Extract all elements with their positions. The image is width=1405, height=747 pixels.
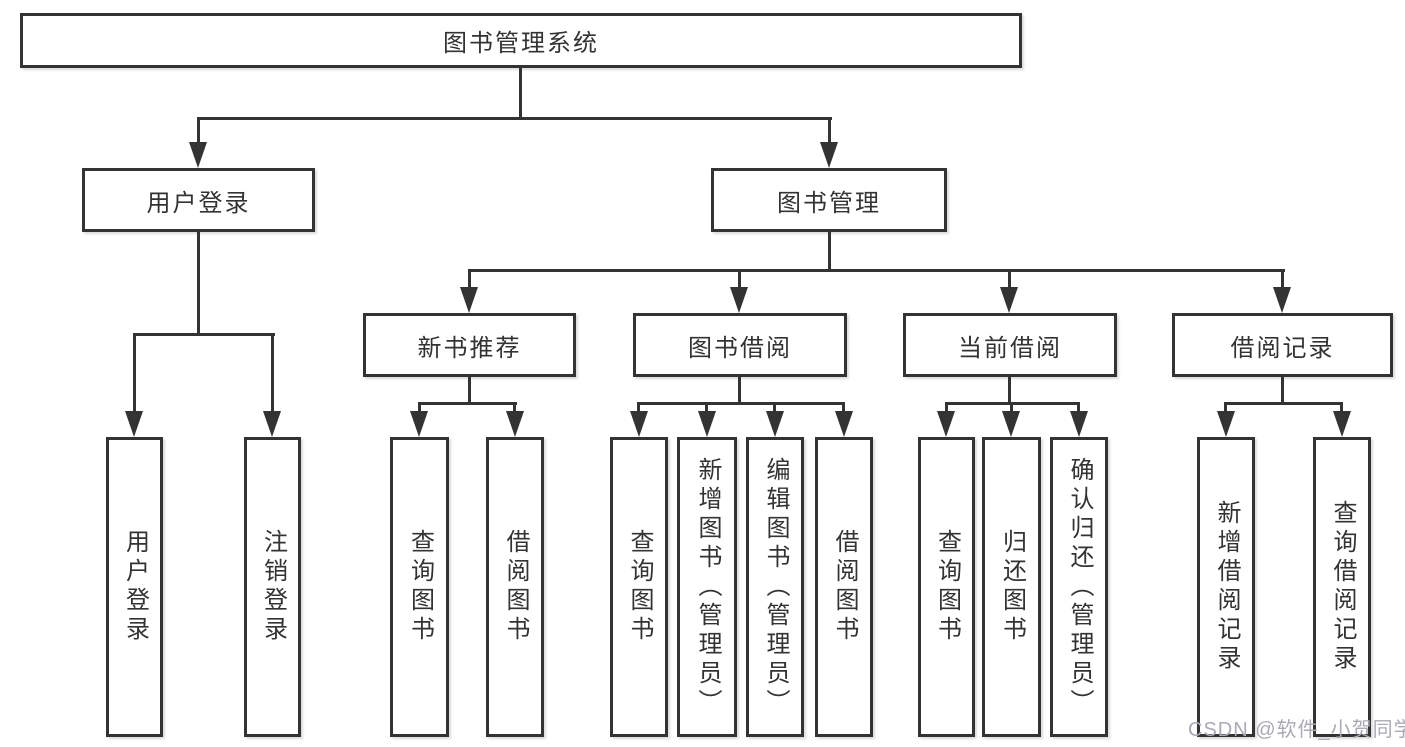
arrow-down-icon bbox=[506, 411, 524, 437]
node-label: 借阅图书 bbox=[502, 529, 529, 645]
arrow-down-icon bbox=[937, 411, 955, 437]
arrow-down-icon bbox=[730, 287, 748, 313]
arrow-down-icon bbox=[1333, 411, 1351, 437]
leaf-query-books: 查询图书 bbox=[610, 437, 668, 737]
leaf-logout: 注销登录 bbox=[244, 437, 301, 737]
arrow-down-icon bbox=[630, 411, 648, 437]
node-label: 查询借阅记录 bbox=[1329, 500, 1356, 674]
node-label: 归还图书 bbox=[998, 529, 1026, 645]
leaf-add-borrow-record: 新增借阅记录 bbox=[1197, 437, 1255, 737]
edge-line bbox=[468, 269, 1285, 272]
arrow-down-icon bbox=[125, 411, 143, 437]
leaf-confirm-return-admin: 确认归还（管理员） bbox=[1050, 437, 1108, 737]
leaf-edit-books-admin: 编辑图书（管理员） bbox=[746, 437, 804, 737]
node-label: 新增图书（管理员） bbox=[694, 456, 721, 718]
edge-line bbox=[738, 377, 741, 405]
node-label: 用户登录 bbox=[121, 529, 149, 645]
leaf-return-books: 归还图书 bbox=[982, 437, 1041, 737]
edge-line bbox=[738, 269, 741, 291]
edge-line bbox=[705, 402, 708, 414]
leaf-borrow-books: 借阅图书 bbox=[486, 437, 544, 737]
node-label: 图书管理 bbox=[777, 189, 881, 217]
node-new-book-recommend: 新书推荐 bbox=[363, 313, 576, 377]
arrow-down-icon bbox=[1273, 287, 1291, 313]
edge-line bbox=[197, 117, 832, 120]
edge-line bbox=[945, 402, 948, 414]
arrow-down-icon bbox=[1000, 287, 1018, 313]
node-book-management: 图书管理 bbox=[711, 168, 947, 232]
node-borrow-records: 借阅记录 bbox=[1172, 313, 1393, 377]
leaf-query-borrow-record: 查询借阅记录 bbox=[1313, 437, 1371, 737]
node-label: 新书推荐 bbox=[417, 334, 522, 362]
edge-line bbox=[418, 402, 517, 405]
edge-line bbox=[133, 333, 275, 336]
edge-line bbox=[1340, 402, 1343, 414]
edge-line bbox=[197, 117, 200, 145]
node-label: 当前借阅 bbox=[958, 334, 1062, 362]
arrow-down-icon bbox=[820, 142, 838, 168]
leaf-query-books: 查询图书 bbox=[390, 437, 449, 737]
edge-line bbox=[271, 333, 274, 413]
csdn-watermark: CSDN @软件_小贺同学 bbox=[1188, 719, 1405, 741]
arrow-down-icon bbox=[1070, 411, 1088, 437]
edge-line bbox=[828, 232, 831, 272]
node-root-system: 图书管理系统 bbox=[20, 13, 1022, 68]
edge-line bbox=[637, 402, 845, 405]
arrow-down-icon bbox=[1002, 411, 1020, 437]
edge-line bbox=[1008, 269, 1011, 291]
leaf-query-books: 查询图书 bbox=[918, 437, 975, 737]
node-label: 查询图书 bbox=[933, 529, 961, 645]
node-label: 借阅记录 bbox=[1230, 334, 1335, 362]
edge-line bbox=[513, 402, 516, 414]
edge-line bbox=[197, 232, 200, 336]
node-current-borrow: 当前借阅 bbox=[903, 313, 1117, 377]
arrow-down-icon bbox=[460, 287, 478, 313]
leaf-user-login: 用户登录 bbox=[106, 437, 163, 737]
edge-line bbox=[637, 402, 640, 414]
arrow-down-icon bbox=[766, 411, 784, 437]
edge-line bbox=[842, 402, 845, 414]
edge-line bbox=[519, 68, 522, 120]
edge-line bbox=[418, 402, 421, 414]
edge-line bbox=[1224, 402, 1343, 405]
edge-line bbox=[1224, 402, 1227, 414]
node-label: 用户登录 bbox=[146, 189, 251, 217]
node-label: 查询图书 bbox=[626, 529, 653, 645]
edge-line bbox=[1008, 377, 1011, 405]
node-book-borrow: 图书借阅 bbox=[633, 313, 847, 377]
arrow-down-icon bbox=[698, 411, 716, 437]
node-label: 图书借阅 bbox=[688, 334, 792, 362]
edge-line bbox=[468, 269, 471, 291]
arrow-down-icon bbox=[1217, 411, 1235, 437]
node-label: 注销登录 bbox=[259, 529, 287, 645]
node-label: 借阅图书 bbox=[831, 529, 858, 645]
arrow-down-icon bbox=[835, 411, 853, 437]
edge-line bbox=[1010, 402, 1013, 414]
node-label: 确认归还（管理员） bbox=[1066, 456, 1093, 718]
node-user-login: 用户登录 bbox=[82, 168, 315, 232]
edge-line bbox=[1077, 402, 1080, 414]
arrow-down-icon bbox=[410, 411, 428, 437]
edge-line bbox=[1281, 377, 1284, 405]
node-label: 编辑图书（管理员） bbox=[762, 456, 789, 718]
edge-line bbox=[773, 402, 776, 414]
leaf-borrow-books: 借阅图书 bbox=[815, 437, 873, 737]
edge-line bbox=[828, 117, 831, 145]
node-label: 查询图书 bbox=[406, 529, 434, 645]
arrow-down-icon bbox=[189, 142, 207, 168]
edge-line bbox=[1281, 269, 1284, 291]
node-label: 图书管理系统 bbox=[443, 30, 599, 57]
node-label: 新增借阅记录 bbox=[1213, 500, 1240, 674]
leaf-add-books-admin: 新增图书（管理员） bbox=[677, 437, 737, 737]
edge-line bbox=[133, 333, 136, 413]
arrow-down-icon bbox=[263, 411, 281, 437]
edge-line bbox=[468, 377, 471, 405]
